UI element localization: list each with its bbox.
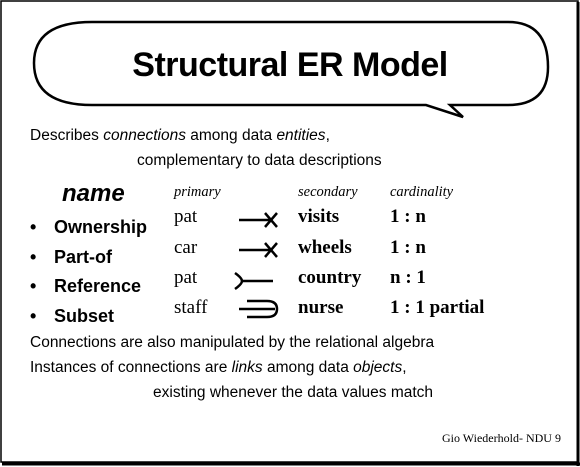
connection-type: Part-of — [54, 247, 112, 267]
bullet-dot: • — [30, 276, 37, 296]
header-secondary: secondary — [298, 184, 358, 200]
intro-text-2: among data — [185, 127, 277, 144]
cardinality-cell: n : 1 — [390, 267, 426, 288]
slide-title: Structural ER Model — [132, 46, 448, 84]
conclusion-text-c: , — [402, 359, 407, 376]
header-cardinality: cardinality — [390, 184, 454, 200]
bullet-dot: • — [30, 217, 37, 237]
primary-cell: staff — [174, 297, 208, 318]
bullet-ownership: • Ownership — [30, 217, 147, 238]
secondary-cell: visits — [298, 206, 340, 227]
secondary-cell: nurse — [298, 297, 344, 318]
conclusion-emphasis-objects: objects — [353, 359, 403, 376]
reference-arrow-icon — [234, 271, 273, 291]
intro-text-3: , — [325, 127, 330, 144]
bullet-part-of: • Part-of — [30, 247, 112, 268]
cardinality-cell: 1 : n — [390, 206, 426, 227]
connection-type: Subset — [54, 306, 115, 326]
connection-type: Reference — [54, 276, 142, 296]
intro-line-1: Describes connections among data entitie… — [30, 127, 330, 145]
secondary-cell: wheels — [298, 237, 352, 258]
title-bubble-outline — [32, 20, 550, 119]
conclusion-text-b: among data — [262, 359, 354, 376]
intro-text-1: Describes — [30, 127, 104, 144]
header-name: name — [62, 180, 125, 207]
intro-line-2: complementary to data descriptions — [137, 152, 382, 169]
bullet-reference: • Reference — [30, 276, 141, 297]
cardinality-cell: 1 : n — [390, 237, 426, 258]
connection-type: Ownership — [54, 217, 148, 237]
conclusion-emphasis-links: links — [231, 359, 263, 376]
secondary-cell: country — [298, 267, 362, 288]
conclusion-line-1: Connections are also manipulated by the … — [30, 334, 435, 351]
primary-cell: pat — [174, 267, 198, 288]
subset-arrow-icon — [239, 299, 279, 319]
intro-emphasis-entities: entities — [276, 127, 326, 144]
part-of-arrow-icon — [239, 242, 278, 258]
primary-cell: pat — [174, 206, 198, 227]
conclusion-line-3: existing whenever the data values match — [153, 384, 434, 401]
cardinality-cell: 1 : 1 partial — [390, 297, 485, 318]
intro-emphasis-connections: connections — [103, 127, 186, 144]
ownership-arrow-icon — [239, 212, 278, 228]
primary-cell: car — [174, 237, 198, 258]
conclusion-text-a: Instances of connections are — [30, 359, 232, 376]
header-primary: primary — [174, 184, 221, 200]
bullet-dot: • — [30, 247, 37, 267]
conclusion-line-2: Instances of connections are links among… — [30, 359, 407, 377]
bullet-dot: • — [30, 306, 37, 326]
bullet-subset: • Subset — [30, 306, 114, 327]
slide-footer: Gio Wiederhold- NDU 9 — [442, 431, 561, 445]
